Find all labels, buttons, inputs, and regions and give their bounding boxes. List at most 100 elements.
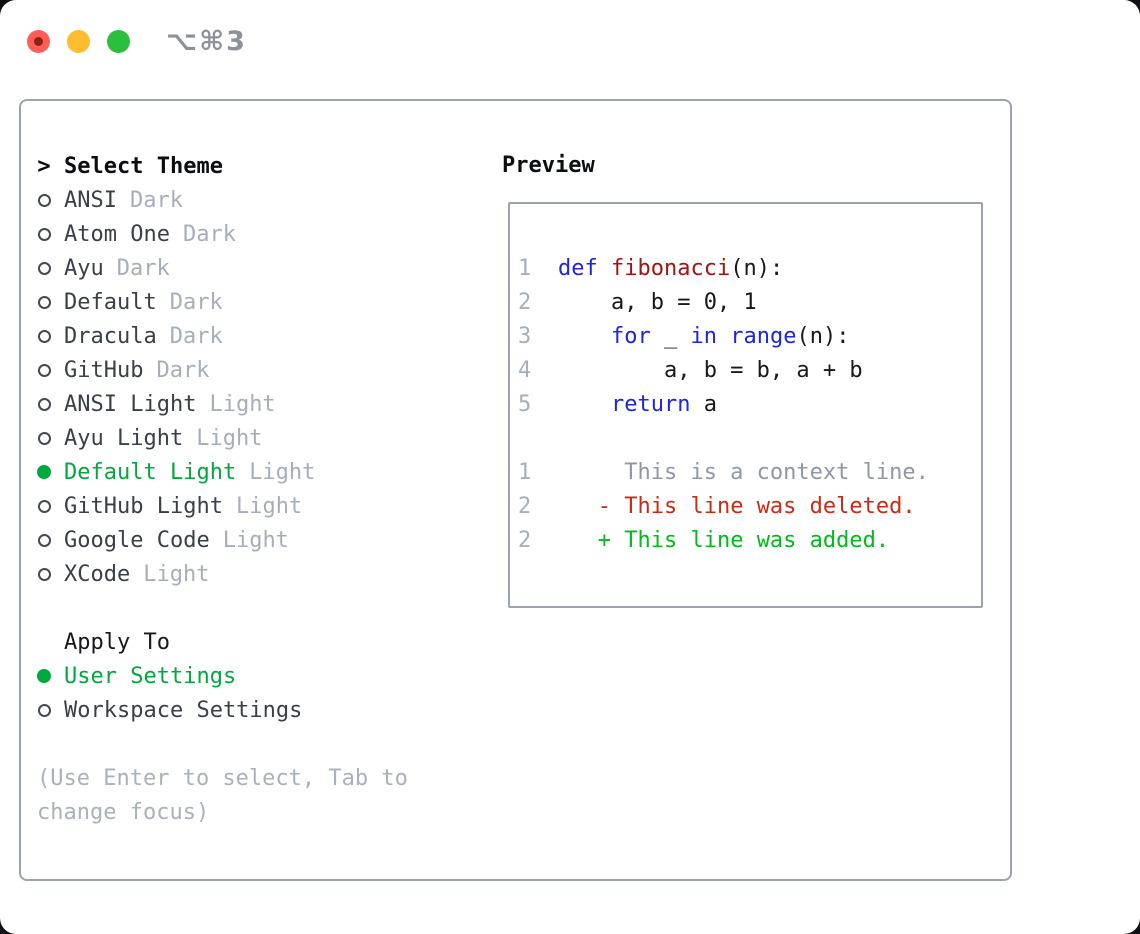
spacer: [37, 591, 408, 625]
theme-option-dracula-dark[interactable]: Dracula Dark: [37, 319, 408, 353]
option-label: Ayu Light: [64, 425, 184, 451]
preview-line-code: 4 a, b = b, a + b: [518, 353, 981, 387]
line-number: 1: [518, 459, 532, 485]
token-kw: return: [610, 391, 691, 417]
select-theme-title: Select Theme: [64, 153, 223, 179]
option-label: Ayu: [64, 255, 104, 281]
option-label: Atom One: [64, 221, 170, 247]
close-button[interactable]: [27, 30, 50, 53]
apply-to-title: Apply To: [64, 629, 170, 655]
preview-title: Preview: [502, 153, 595, 178]
theme-option-ayu-dark[interactable]: Ayu Dark: [37, 251, 408, 285]
option-variant-label: Dark: [169, 323, 223, 349]
line-number: 3: [518, 323, 532, 349]
preview-line-diff-added: 2 + This line was added.: [518, 523, 981, 557]
theme-option-ansi-light-light[interactable]: ANSI Light Light: [37, 387, 408, 421]
option-label: Workspace Settings: [64, 697, 303, 723]
token-pl: (n):: [796, 323, 850, 349]
line-number: 2: [518, 289, 532, 315]
radio-icon: [37, 295, 51, 309]
window-title: ⌥⌘3: [166, 26, 247, 57]
token-pl: [717, 324, 730, 349]
option-label: User Settings: [64, 663, 237, 689]
prompt-icon: >: [37, 153, 51, 179]
radio-icon: [37, 397, 51, 411]
line-number: 1: [518, 255, 532, 281]
theme-option-github-dark[interactable]: GitHub Dark: [37, 353, 408, 387]
radio-icon: [37, 703, 51, 717]
theme-option-default-light-light[interactable]: Default Light Light: [37, 455, 408, 489]
theme-option-xcode-light[interactable]: XCode Light: [37, 557, 408, 591]
maximize-button[interactable]: [107, 30, 130, 53]
token-pl: [598, 256, 611, 281]
option-variant-label: Light: [222, 527, 289, 553]
radio-icon: [37, 193, 51, 207]
option-label: Google Code: [64, 527, 210, 553]
preview-line-code: 5 return a: [518, 387, 981, 421]
radio-icon: [37, 499, 51, 513]
token-kw: def: [558, 255, 598, 281]
option-variant-label: Dark: [129, 187, 183, 213]
line-number: 2: [518, 527, 532, 553]
titlebar: ⌥⌘3: [27, 26, 247, 57]
option-label: Dracula: [64, 323, 157, 349]
select-theme-header: > Select Theme: [37, 149, 408, 183]
option-label: Default: [64, 289, 157, 315]
radio-selected-icon: [37, 465, 51, 479]
line-number: 4: [518, 357, 532, 383]
minimize-button[interactable]: [67, 30, 90, 53]
radio-icon: [37, 227, 51, 241]
line-number: 5: [518, 391, 532, 417]
token-pl: a: [690, 391, 717, 417]
hint-line-2: change focus): [37, 799, 210, 825]
radio-icon: [37, 363, 51, 377]
apply-to-header: Apply To: [37, 625, 408, 659]
token-pl: [558, 392, 611, 417]
spacer: [37, 727, 408, 761]
option-variant-label: Dark: [156, 357, 210, 383]
token-kw: in: [690, 323, 717, 349]
line-number: 2: [518, 493, 532, 519]
theme-option-ayu-light-light[interactable]: Ayu Light Light: [37, 421, 408, 455]
token-kw: range: [730, 323, 797, 349]
option-label: GitHub: [64, 357, 144, 383]
token-kw: for: [610, 323, 651, 349]
token-pl: [558, 494, 598, 519]
option-variant-label: Light: [249, 459, 316, 485]
token-del: - This line was deleted.: [597, 493, 916, 519]
theme-option-ansi-dark[interactable]: ANSI Dark: [37, 183, 408, 217]
option-variant-label: Light: [196, 425, 263, 451]
preview-line-diff-deleted: 2 - This line was deleted.: [518, 489, 981, 523]
option-variant-label: Dark: [169, 289, 223, 315]
token-pl: (n):: [730, 255, 784, 281]
theme-option-google-code-light[interactable]: Google Code Light: [37, 523, 408, 557]
token-pl: _: [650, 323, 691, 349]
apply-option-user-settings[interactable]: User Settings: [37, 659, 408, 693]
token-pl: a, b = b, a + b: [558, 357, 863, 383]
option-variant-label: Light: [143, 561, 210, 587]
radio-icon: [37, 261, 51, 275]
option-label: Default Light: [64, 459, 237, 485]
option-variant-label: Dark: [116, 255, 170, 281]
option-label: ANSI: [64, 187, 117, 213]
radio-selected-icon: [37, 669, 51, 683]
option-variant-label: Light: [209, 391, 276, 417]
preview-line-blank: [518, 421, 981, 455]
option-variant-label: Light: [235, 493, 303, 519]
option-label: XCode: [64, 561, 131, 587]
token-pl: a, b = 0, 1: [558, 289, 757, 315]
option-label: ANSI Light: [64, 391, 197, 417]
token-add: + This line was added.: [597, 527, 890, 553]
preview-line-code: 3 for _ in range(n):: [518, 319, 981, 353]
apply-option-workspace-settings[interactable]: Workspace Settings: [37, 693, 408, 727]
token-ctx: This is a context line.: [558, 459, 929, 485]
theme-option-default-dark[interactable]: Default Dark: [37, 285, 408, 319]
